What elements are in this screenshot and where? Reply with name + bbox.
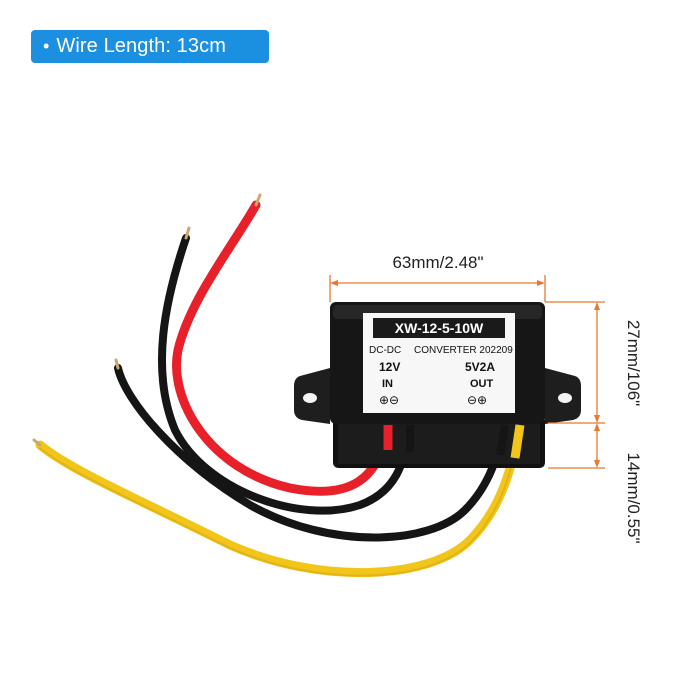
red-wire — [172, 200, 393, 496]
converter-text: CONVERTER 202209 — [414, 345, 513, 356]
model-text: XW-12-5-10W — [395, 320, 484, 336]
length-dimension — [329, 275, 546, 302]
input-label-text: IN — [382, 378, 393, 390]
output-rating-text: 5V2A — [465, 360, 495, 374]
length-dimension-label: 63mm/2.48" — [392, 253, 483, 272]
output-polarity-icon: ⊖⊕ — [467, 393, 487, 407]
body-height-label: 27mm/106" — [624, 320, 643, 406]
device-label: XW-12-5-10W DC-DC CONVERTER 202209 12V 5… — [363, 313, 515, 413]
yellow-wire — [35, 420, 525, 578]
mounting-flanges — [294, 368, 581, 424]
black-wire-output — [114, 364, 509, 542]
black-wire-input — [158, 234, 414, 515]
height-dimension — [545, 301, 605, 469]
wire-length-callout: • Wire Length: 13cm — [31, 30, 269, 63]
input-voltage-text: 12V — [379, 360, 400, 374]
output-label-text: OUT — [470, 378, 494, 390]
wires — [32, 193, 525, 578]
input-polarity-icon: ⊕⊖ — [379, 393, 399, 407]
bullet: • — [43, 36, 50, 56]
type-text: DC-DC — [369, 345, 401, 356]
wire-length-text: Wire Length: 13cm — [56, 35, 226, 57]
wire-entries — [383, 424, 525, 459]
base-height-label: 14mm/0.55" — [624, 452, 643, 543]
